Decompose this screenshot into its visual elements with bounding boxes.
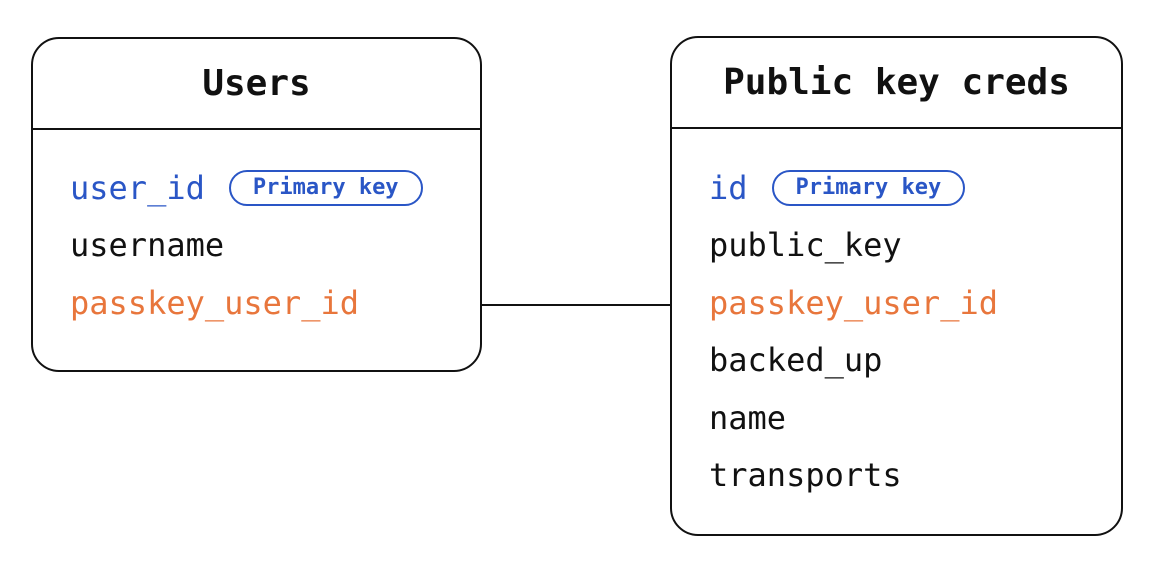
primary-key-badge: Primary key [228,169,423,206]
table-public-key-creds-body: id Primary key public_key passkey_user_i… [672,129,1121,504]
field-name-username: username [70,226,225,265]
field-row-passkey-user-id: passkey_user_id [70,274,480,332]
field-name-name: name [709,398,787,437]
field-name-passkey-user-id: passkey_user_id [709,283,998,322]
relationship-line [482,304,670,306]
field-row-name: name [709,389,1121,447]
primary-key-badge: Primary key [771,169,966,206]
field-row-username: username [70,217,480,275]
field-name-public-key: public_key [709,226,902,265]
table-users-header: Users [33,39,480,130]
table-users: Users user_id Primary key username passk… [31,37,482,372]
field-row-backed-up: backed_up [709,332,1121,390]
field-name-id: id [709,168,748,207]
table-public-key-creds: Public key creds id Primary key public_k… [670,36,1123,536]
field-name-user-id: user_id [70,168,205,207]
field-name-backed-up: backed_up [709,341,883,380]
table-public-key-creds-title: Public key creds [723,62,1070,103]
table-users-title: Users [202,63,311,104]
table-users-body: user_id Primary key username passkey_use… [33,130,480,332]
field-row-transports: transports [709,447,1121,505]
field-row-id: id Primary key [709,159,1121,217]
field-row-passkey-user-id: passkey_user_id [709,274,1121,332]
field-name-passkey-user-id: passkey_user_id [70,283,359,322]
field-row-user-id: user_id Primary key [70,159,480,217]
field-name-transports: transports [709,456,902,495]
field-row-public-key: public_key [709,217,1121,275]
table-public-key-creds-header: Public key creds [672,38,1121,129]
